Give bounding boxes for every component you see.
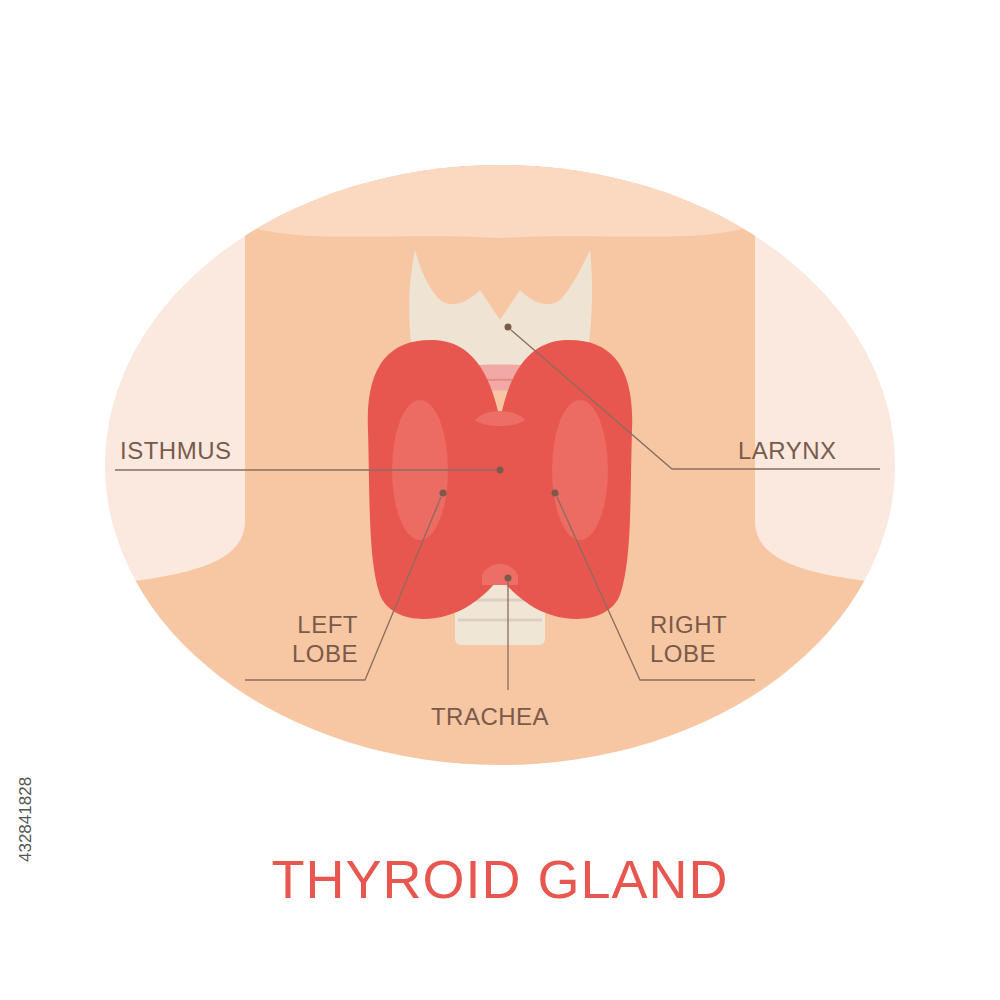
part-label: LEFT LOBE — [258, 610, 358, 668]
chin — [245, 150, 755, 238]
part-label: LARYNX — [738, 436, 837, 465]
diagram-title: THYROID GLAND — [271, 848, 728, 910]
leader-lines — [115, 330, 880, 690]
stock-number: 432841828 — [16, 777, 36, 862]
isthmus-shape — [470, 420, 530, 570]
right-lobe-shading — [552, 400, 608, 540]
neck-skin — [100, 150, 900, 800]
part-label: TRACHEA — [431, 702, 549, 731]
part-label: RIGHT LOBE — [650, 610, 750, 668]
part-label: ISTHMUS — [120, 436, 232, 465]
leader-dots — [440, 324, 559, 582]
